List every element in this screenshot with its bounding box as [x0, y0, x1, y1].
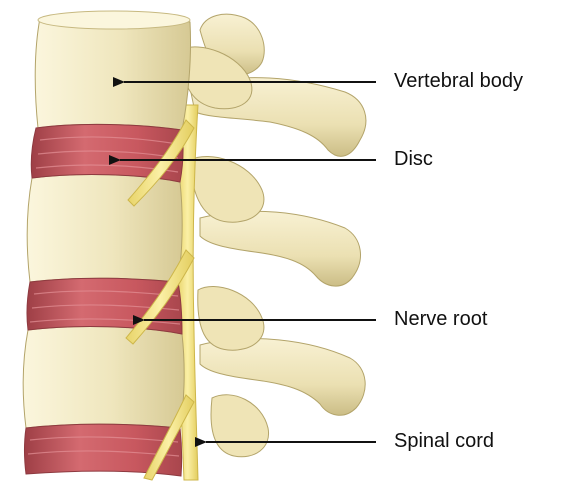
label-spinal-cord: Spinal cord [394, 431, 494, 451]
vertebral-body-top-cap [38, 11, 190, 29]
vertebral-bodies [23, 11, 190, 428]
vertebral-body-top [35, 14, 190, 130]
vertebral-body-bottom [23, 327, 184, 428]
label-nerve-root: Nerve root [394, 309, 487, 329]
label-vertebral-body: Vertebral body [394, 71, 523, 91]
label-disc: Disc [394, 149, 433, 169]
articular-process-lowest [211, 395, 269, 457]
articular-process-bottom [198, 286, 264, 350]
articular-process-middle [190, 157, 264, 223]
vertebral-body-middle [27, 175, 182, 282]
spinous-process-middle [200, 211, 360, 286]
vertebra-processes [180, 14, 366, 457]
